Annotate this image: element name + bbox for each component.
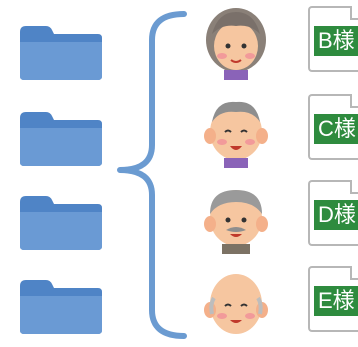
document-icon[interactable]: E様	[308, 266, 358, 332]
document-label: D様	[314, 200, 358, 230]
folder-icon[interactable]	[18, 106, 104, 168]
elderly-man-mustache-icon	[204, 190, 268, 254]
elderly-man-bald-icon	[204, 274, 268, 334]
document-icon[interactable]: B様	[308, 6, 358, 72]
document-icon[interactable]: D様	[308, 180, 358, 246]
elderly-man-icon	[204, 101, 268, 168]
document-label: E様	[314, 286, 358, 316]
document-label: C様	[314, 114, 358, 144]
document-label: B様	[314, 26, 358, 56]
folder-icon[interactable]	[18, 20, 104, 82]
curly-brace	[117, 11, 187, 339]
elderly-woman-icon	[206, 8, 266, 80]
folder-icon[interactable]	[18, 190, 104, 252]
folder-icon[interactable]	[18, 274, 104, 336]
document-icon[interactable]: C様	[308, 94, 358, 160]
